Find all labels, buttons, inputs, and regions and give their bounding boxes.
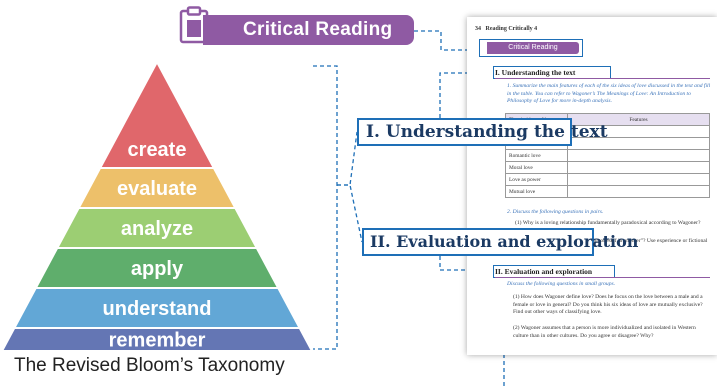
page-q2-item1: (1) Why is a loving relationship fundame…	[515, 220, 701, 226]
page-section2-instruction: Discuss the following questions in small…	[507, 281, 616, 287]
table-row: Mutual love	[505, 185, 710, 198]
callout-understanding-text: I. Understanding the text	[357, 118, 608, 146]
page-q2-instruction: 2. Discuss the following questions in pa…	[507, 209, 604, 215]
page-critical-reading-tag: Critical Reading	[487, 42, 579, 54]
callout-evaluation-exploration: II. Evaluation and exploration	[362, 228, 638, 256]
pyramid-label-apply: apply	[131, 258, 184, 280]
blooms-pyramid: create evaluate analyze apply understand reme…	[0, 59, 314, 352]
pyramid-level-apply: apply	[34, 247, 280, 289]
pyramid-level-evaluate: evaluate	[77, 167, 237, 209]
pyramid-label-analyze: analyze	[121, 218, 193, 240]
pyramid-label-create: create	[128, 139, 187, 161]
pyramid-label-understand: understand	[103, 298, 212, 320]
table-row: Moral love	[505, 161, 710, 174]
table-cell-idea: Love as power	[505, 173, 568, 186]
pyramid-level-understand: understand	[12, 287, 302, 329]
page-section1-heading: I. Understanding the text	[495, 68, 710, 79]
page-section2-heading: II. Evaluation and exploration	[495, 267, 710, 278]
table-cell-idea: Romantic love	[505, 149, 568, 162]
page-s2-item1: (1) How does Wagoner define love? Does h…	[513, 294, 703, 315]
running-head: Reading Critically 4	[485, 26, 538, 32]
table-header-cell: Features	[567, 113, 710, 126]
table-cell-features	[567, 149, 710, 162]
table-row: Love as power	[505, 173, 710, 186]
clipboard-icon	[179, 6, 209, 44]
table-cell-idea: Moral love	[505, 161, 568, 174]
critical-reading-banner: Critical Reading	[203, 15, 414, 45]
pyramid-label-remember: remember	[109, 330, 206, 352]
table-cell-features	[567, 185, 710, 198]
pyramid-level-remember: remember	[0, 327, 314, 352]
pyramid-label-evaluate: evaluate	[117, 178, 197, 200]
table-cell-idea: Mutual love	[505, 185, 568, 198]
table-row: Romantic love	[505, 149, 710, 162]
page-section1-instruction: 1. Summarize the main features of each o…	[507, 83, 711, 104]
pyramid-level-analyze: analyze	[55, 207, 259, 249]
table-header-row: The six ideas of loveFeatures	[505, 113, 710, 126]
textbook-page: 34 Reading Critically 4 Critical Reading…	[467, 17, 717, 355]
pyramid-level-create: create	[98, 59, 216, 169]
table-cell-features	[567, 173, 710, 186]
page-number: 34	[475, 26, 481, 32]
table-cell-features	[567, 161, 710, 174]
page-tag-highlight	[479, 39, 583, 57]
page-s2-item2: (2) Wagoner assumes that a person is mor…	[513, 325, 696, 339]
page-running-head: 34 Reading Critically 4	[475, 26, 537, 32]
pyramid-caption: The Revised Bloom’s Taxonomy	[14, 355, 285, 376]
